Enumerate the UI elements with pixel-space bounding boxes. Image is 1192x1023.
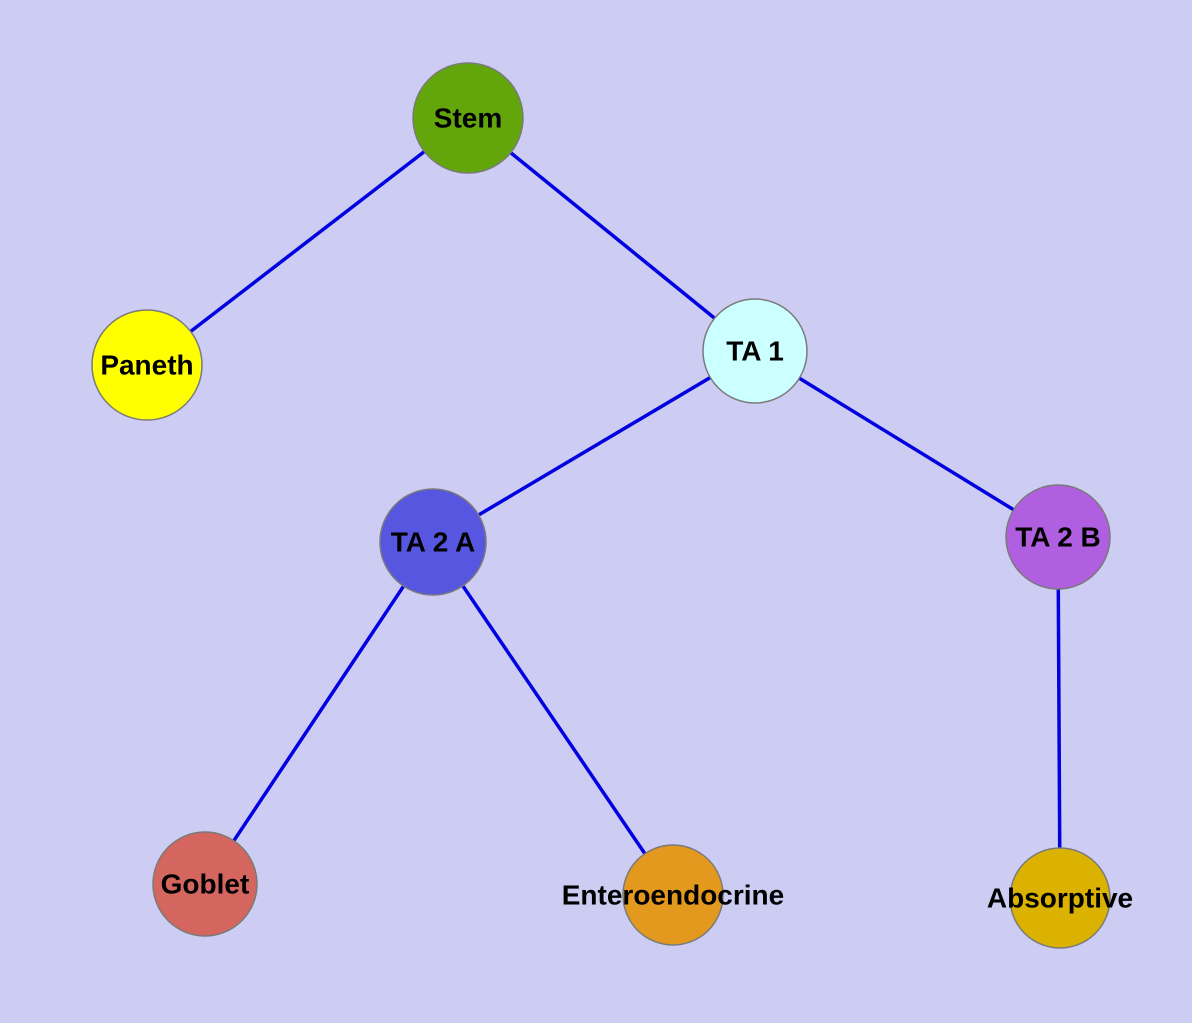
edge-ta1-ta2a: [432, 349, 756, 544]
edge-ta2a-goblet: [203, 541, 435, 885]
node-ta2a: TA 2 A: [379, 488, 487, 596]
node-circle-absorptive: [1009, 847, 1111, 949]
node-stem: Stem: [412, 62, 524, 174]
node-circle-ta2b: [1005, 484, 1111, 590]
node-circle-stem: [412, 62, 524, 174]
node-circle-enteroendocrine: [622, 844, 724, 946]
edges-layer: [145, 116, 1062, 899]
edge-stem-paneth: [145, 116, 470, 367]
edge-ta2b-absorptive: [1056, 536, 1062, 899]
node-enteroendocrine: Enteroendocrine: [562, 844, 784, 946]
node-circle-paneth: [91, 309, 203, 421]
node-paneth: Paneth: [91, 309, 203, 421]
edge-stem-ta1: [466, 116, 757, 353]
edge-ta2a-enteroendocrine: [431, 541, 675, 896]
node-absorptive: Absorptive: [987, 847, 1133, 949]
node-ta2b: TA 2 B: [1005, 484, 1111, 590]
node-circle-ta1: [702, 298, 808, 404]
node-ta1: TA 1: [702, 298, 808, 404]
node-circle-goblet: [152, 831, 258, 937]
node-goblet: Goblet: [152, 831, 258, 937]
node-circle-ta2a: [379, 488, 487, 596]
edge-ta1-ta2b: [754, 349, 1059, 539]
